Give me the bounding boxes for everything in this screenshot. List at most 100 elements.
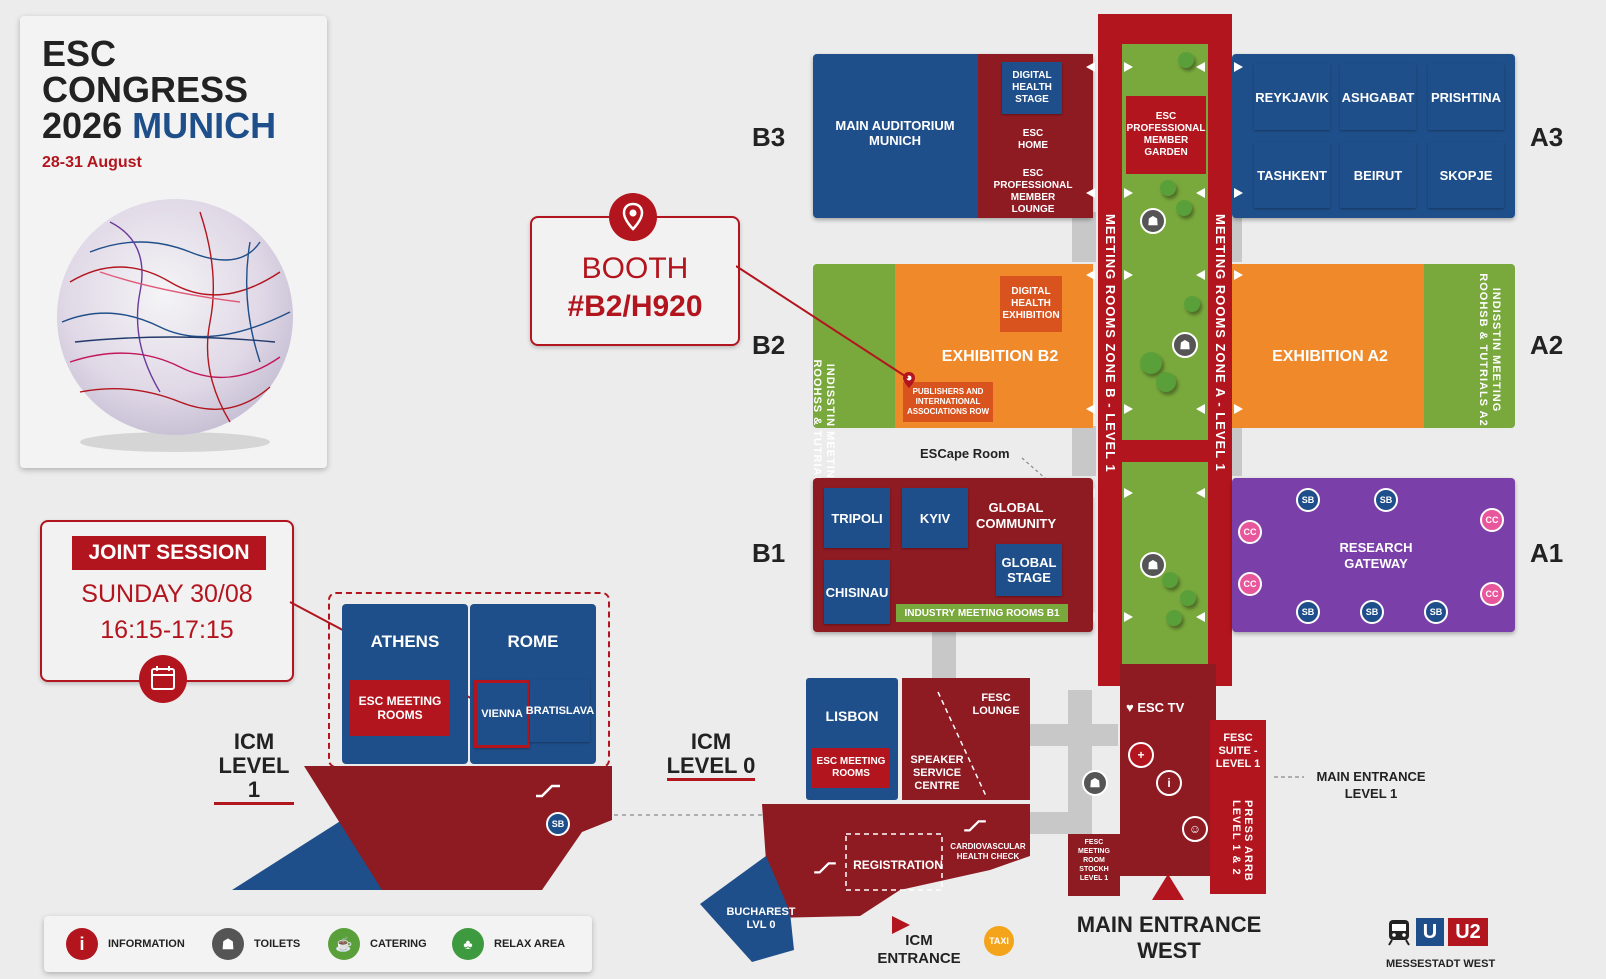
arrow-icon — [1124, 62, 1133, 72]
room-vienna[interactable]: VIENNA — [474, 680, 530, 748]
digital-health-exhibition[interactable]: DIGITAL HEALTH EXHIBITION — [1000, 276, 1062, 332]
arrow-icon — [1234, 188, 1243, 198]
icm-level1-label-line2: LEVEL 1 — [214, 754, 294, 805]
joint-session-badge: JOINT SESSION — [72, 536, 266, 570]
icm-esc-meeting-rooms[interactable]: ESC MEETING ROOMS — [350, 680, 450, 736]
heart-icon: ♥ — [1126, 700, 1138, 715]
speaker-service-centre[interactable]: SPEAKER SERVICE CENTRE — [910, 754, 964, 792]
garden-divider — [1122, 440, 1208, 462]
publishers-row[interactable]: PUBLISHERS AND INTERNATIONAL ASSOCIATION… — [903, 382, 993, 422]
room-tripoli[interactable]: TRIPOLI — [824, 488, 890, 548]
registration[interactable]: REGISTRATION — [853, 858, 943, 872]
arrow-icon — [1196, 188, 1205, 198]
cardiovascular-health-check[interactable]: CARDIOVASCULAR HEALTH CHECK — [950, 842, 1026, 861]
fesc-meeting-room-block — [1068, 834, 1120, 896]
escalator-icon — [536, 784, 560, 798]
arrow-icon — [1124, 404, 1133, 414]
escalator-icon — [964, 820, 986, 832]
arrow-icon — [1086, 188, 1095, 198]
tree-icon — [1160, 180, 1176, 196]
member-garden[interactable]: ESC PROFESSIONAL MEMBER GARDEN — [1126, 96, 1206, 174]
sb-icon: SB — [1424, 600, 1448, 624]
zone-label-a3: A3 — [1530, 122, 1564, 152]
tree-icon — [1184, 296, 1200, 312]
title-year-city: 2026 MUNICH — [42, 108, 276, 144]
hall-a2-side — [1424, 264, 1515, 428]
level-connector-dashed — [614, 814, 764, 816]
icm0-esc-meeting-rooms[interactable]: ESC MEETING ROOMS — [812, 748, 890, 788]
toilets-icon: ☗ — [212, 928, 244, 960]
walkway-b1-icm — [932, 632, 956, 682]
zone-label-b1: B1 — [752, 538, 786, 568]
icm-level0-label: ICM LEVEL 0 — [666, 730, 756, 781]
sb-icon: SB — [1360, 600, 1384, 624]
title-card: ESC CONGRESS 2026 MUNICH 28-31 August — [20, 16, 327, 468]
zone-label-b3: B3 — [752, 122, 786, 152]
fesc-meeting-room[interactable]: FESC MEETING ROOM STOCKH LEVEL 1 — [1078, 839, 1110, 882]
exhibition-b2[interactable]: EXHIBITION B2 — [941, 348, 1059, 365]
press-area[interactable]: PRESS ARRB LEVEL 1 & 2 — [1230, 800, 1254, 882]
room-ashgabat[interactable]: ASHGABAT — [1340, 64, 1416, 130]
line-badge: U2 — [1448, 918, 1488, 946]
corridor-zone-a — [1208, 14, 1232, 686]
tree-icon — [1178, 52, 1194, 68]
legend-item-catering: ☕ CATERING — [328, 928, 427, 960]
globe-image — [57, 199, 293, 452]
transit-sign: U U2 — [1386, 918, 1488, 946]
room-athens[interactable]: ATHENS — [370, 632, 440, 651]
room-rome[interactable]: ROME — [507, 632, 559, 651]
person-icon: ☺ — [1182, 816, 1208, 842]
room-kyiv[interactable]: KYIV — [902, 488, 968, 548]
global-community[interactable]: GLOBAL COMMUNITY — [976, 500, 1057, 531]
room-tashkent[interactable]: TASHKENT — [1254, 142, 1330, 208]
walkway-reg — [1028, 812, 1088, 834]
cc-icon: CC — [1480, 508, 1504, 532]
icm-level0-label-line1: ICM — [690, 729, 732, 754]
bucharest[interactable]: BUCHAREST LVL 0 — [726, 906, 796, 931]
first-aid-icon: + — [1128, 742, 1154, 768]
hall-b2-side — [813, 264, 895, 428]
esc-tv[interactable]: ♥ ESC TV — [1126, 700, 1184, 715]
arrow-icon — [1086, 270, 1095, 280]
room-lisbon[interactable]: LISBON — [825, 708, 879, 724]
icm-entrance-arrow-icon — [892, 916, 910, 934]
legend-item-toilets: ☗ TOILETS — [212, 928, 300, 960]
tree-icon — [1140, 352, 1162, 374]
fesc-lounge[interactable]: FESC LOUNGE — [972, 692, 1020, 717]
industry-meeting-rooms[interactable]: INDUSTRY MEETING ROOMS B1 — [896, 604, 1068, 622]
tree-icon — [1180, 590, 1196, 606]
global-stage[interactable]: GLOBAL STAGE — [996, 544, 1062, 596]
sb-icon: SB — [1374, 488, 1398, 512]
booth-callout[interactable]: BOOTH #B2/H920 — [530, 216, 740, 346]
room-skopje[interactable]: SKOPJE — [1428, 142, 1504, 208]
catering-icon: ☕ — [328, 928, 360, 960]
fesc-suite[interactable]: FESC SUITE - LEVEL 1 — [1215, 732, 1261, 770]
cc-icon: CC — [1480, 582, 1504, 606]
digital-health-stage[interactable]: DIGITAL HEALTH STAGE — [1002, 62, 1062, 114]
corridor-zone-a-label: MEETING ROOMS ZONE A - LEVEL 1 — [1213, 214, 1228, 472]
main-auditorium[interactable]: MAIN AUDITORIUM MUNICH — [835, 118, 955, 148]
esc-home[interactable]: ESC HOME — [1018, 128, 1048, 151]
booth-line2: #B2/H920 — [567, 290, 703, 323]
hall-a2-side-label[interactable]: INDISSTIN MEETING ROOHSB & TUTRIALS A2 — [1477, 273, 1502, 427]
room-reykjavik[interactable]: REYKJAVIK — [1254, 64, 1330, 130]
arrow-icon — [1086, 62, 1095, 72]
room-chisinau[interactable]: CHISINAU — [824, 560, 890, 624]
room-prishtina[interactable]: PRISHTINA — [1428, 64, 1504, 130]
arrow-icon — [1196, 404, 1205, 414]
tree-icon — [1176, 200, 1192, 216]
arrow-icon — [1234, 404, 1243, 414]
legend-label-information: INFORMATION — [108, 938, 185, 950]
calendar-icon — [139, 655, 187, 703]
walkway-b2-b1 — [1072, 426, 1096, 476]
cc-icon: CC — [1238, 520, 1262, 544]
member-lounge[interactable]: ESC PROFESSIONAL MEMBER LOUNGE — [993, 168, 1073, 215]
exhibition-a2[interactable]: EXHIBITION A2 — [1272, 348, 1388, 365]
joint-session-callout[interactable]: JOINT SESSION SUNDAY 30/08 16:15-17:15 — [40, 520, 294, 682]
arrow-icon — [1196, 270, 1205, 280]
room-bratislava[interactable]: BRATISLAVA — [526, 680, 594, 742]
room-beirut[interactable]: BEIRUT — [1340, 142, 1416, 208]
information-icon: i — [66, 928, 98, 960]
main-entrance-level1-pointer — [1274, 776, 1304, 778]
research-gateway[interactable]: RESEARCH GATEWAY — [1339, 540, 1413, 571]
